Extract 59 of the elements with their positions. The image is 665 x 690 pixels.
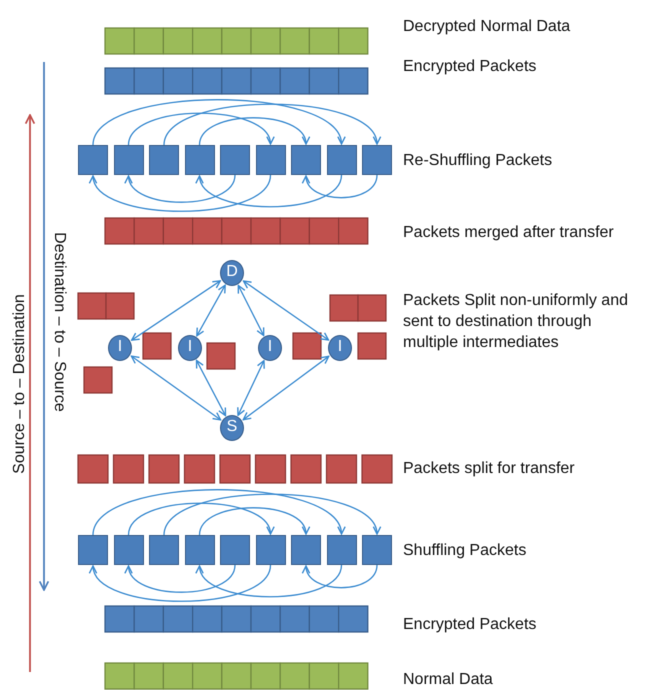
packet-square xyxy=(326,145,356,175)
arrow xyxy=(196,360,226,416)
direction-label: Source – to – Destination xyxy=(11,293,29,476)
row-caption: Packets split for transfer xyxy=(403,459,576,479)
arrow xyxy=(303,174,378,198)
arrow xyxy=(128,112,273,146)
row-caption: Packets Split non-uniformly and sent to destination through multiple intermediates xyxy=(403,291,629,353)
arrow xyxy=(130,355,222,421)
node-circle: I xyxy=(178,335,202,361)
arrow xyxy=(128,502,273,536)
arrow xyxy=(196,284,226,336)
arrow xyxy=(197,564,342,598)
packet-square xyxy=(78,535,108,565)
packet-square xyxy=(291,535,321,565)
arrow xyxy=(197,174,342,208)
row-caption: Shuffling Packets xyxy=(403,541,528,561)
packet-square xyxy=(220,535,250,565)
arrow xyxy=(238,284,264,336)
arrow xyxy=(91,174,272,212)
arrow xyxy=(126,564,236,593)
packet-square xyxy=(256,535,286,565)
node-circle: I xyxy=(258,335,282,361)
node-circle: D xyxy=(220,260,244,286)
packet-square xyxy=(220,145,250,175)
arrow xyxy=(237,360,265,416)
packet-square xyxy=(149,145,179,175)
arrow xyxy=(163,104,379,146)
arrow xyxy=(198,117,308,146)
node-circle: S xyxy=(220,415,244,441)
packet-square xyxy=(184,145,214,175)
arrow xyxy=(130,280,222,341)
node-circle: I xyxy=(108,335,132,361)
row-caption: Re-Shuffling Packets xyxy=(403,151,554,171)
packet-square xyxy=(362,145,392,175)
row-caption: Decrypted Normal Data xyxy=(403,17,572,37)
row-caption: Packets merged after transfer xyxy=(403,223,615,243)
node-circle: I xyxy=(328,335,352,361)
arrow xyxy=(242,280,330,341)
packet-square xyxy=(184,535,214,565)
packet-square xyxy=(291,145,321,175)
arrow xyxy=(92,489,344,536)
row-caption: Normal Data xyxy=(403,670,494,690)
arrow xyxy=(242,356,330,420)
packet-square xyxy=(114,145,144,175)
packet-square xyxy=(114,535,144,565)
row-caption: Encrypted Packets xyxy=(403,615,538,635)
packet-square xyxy=(149,535,179,565)
packet-square xyxy=(78,145,108,175)
packet-square xyxy=(362,535,392,565)
arrow xyxy=(91,564,272,602)
arrow xyxy=(126,174,236,203)
arrow xyxy=(198,507,308,536)
packet-square xyxy=(326,535,356,565)
direction-label: Destination – to – Source xyxy=(50,231,68,414)
arrow xyxy=(163,494,379,536)
row-caption: Encrypted Packets xyxy=(403,57,538,77)
arrow xyxy=(92,99,344,146)
packet-square xyxy=(256,145,286,175)
arrow xyxy=(303,564,378,588)
